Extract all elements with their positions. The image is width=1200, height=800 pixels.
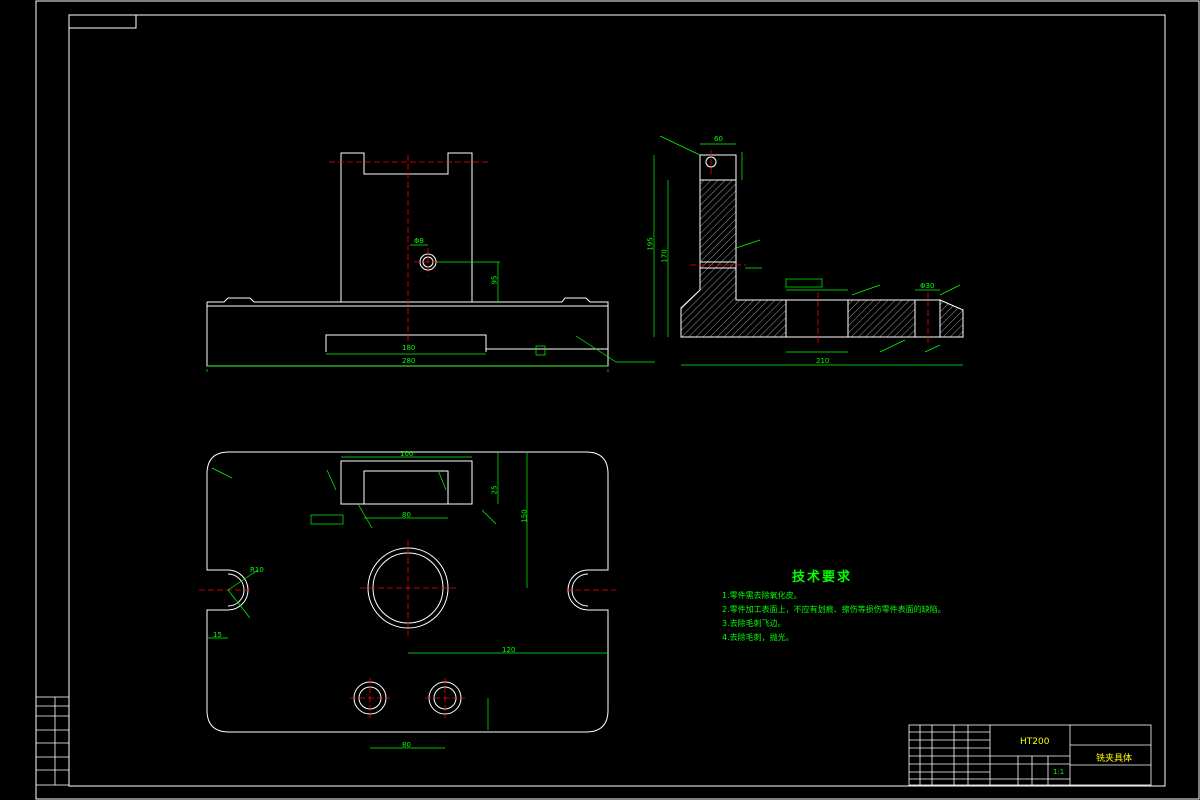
tech-req-item: 4.去除毛刺，抛光。	[722, 633, 794, 642]
dim-plan-slot: 100	[400, 450, 414, 458]
dim-plan-inner: 80	[402, 511, 411, 519]
side-strip	[35, 696, 70, 786]
tech-req-item: 1.零件需去除氧化皮。	[722, 591, 802, 600]
material-label: HT200	[1020, 737, 1050, 747]
tech-req-title: 技术要求	[792, 570, 853, 585]
dim-side-inner: 170	[660, 249, 669, 263]
dim-plan-spacing: 80	[402, 741, 411, 749]
plan-view	[199, 451, 616, 749]
dim-side-top: 60	[714, 135, 723, 143]
dim-plan-small: 25	[490, 485, 499, 495]
corner-tag	[68, 14, 137, 29]
dim-plan-offset: 120	[502, 646, 516, 654]
title-block	[908, 724, 1152, 786]
dim-front-inner: 180	[402, 344, 416, 352]
front-view	[206, 152, 655, 372]
inner-frame	[68, 14, 1166, 787]
part-name: 铣夹具体	[1096, 754, 1133, 764]
outer-frame	[35, 0, 1200, 800]
dim-side-height: 195	[646, 237, 655, 251]
tech-req-item: 3.去除毛刺飞边。	[722, 619, 786, 628]
dim-front-hole: Φ8	[414, 237, 424, 245]
dim-plan-radius: R10	[250, 566, 264, 574]
dim-side-slot: Φ30	[920, 282, 935, 290]
dim-front-height: 95	[490, 275, 499, 285]
tech-req-item: 2.零件加工表面上，不应有划痕、擦伤等损伤零件表面的缺陷。	[722, 605, 946, 614]
dim-plan-depth: 150	[520, 509, 529, 523]
scale-label: 1:1	[1053, 768, 1065, 776]
dim-side-overall: 210	[816, 357, 830, 365]
dim-plan-edge: 15	[213, 631, 222, 639]
dim-front-overall: 280	[402, 357, 416, 365]
side-view	[653, 135, 964, 366]
